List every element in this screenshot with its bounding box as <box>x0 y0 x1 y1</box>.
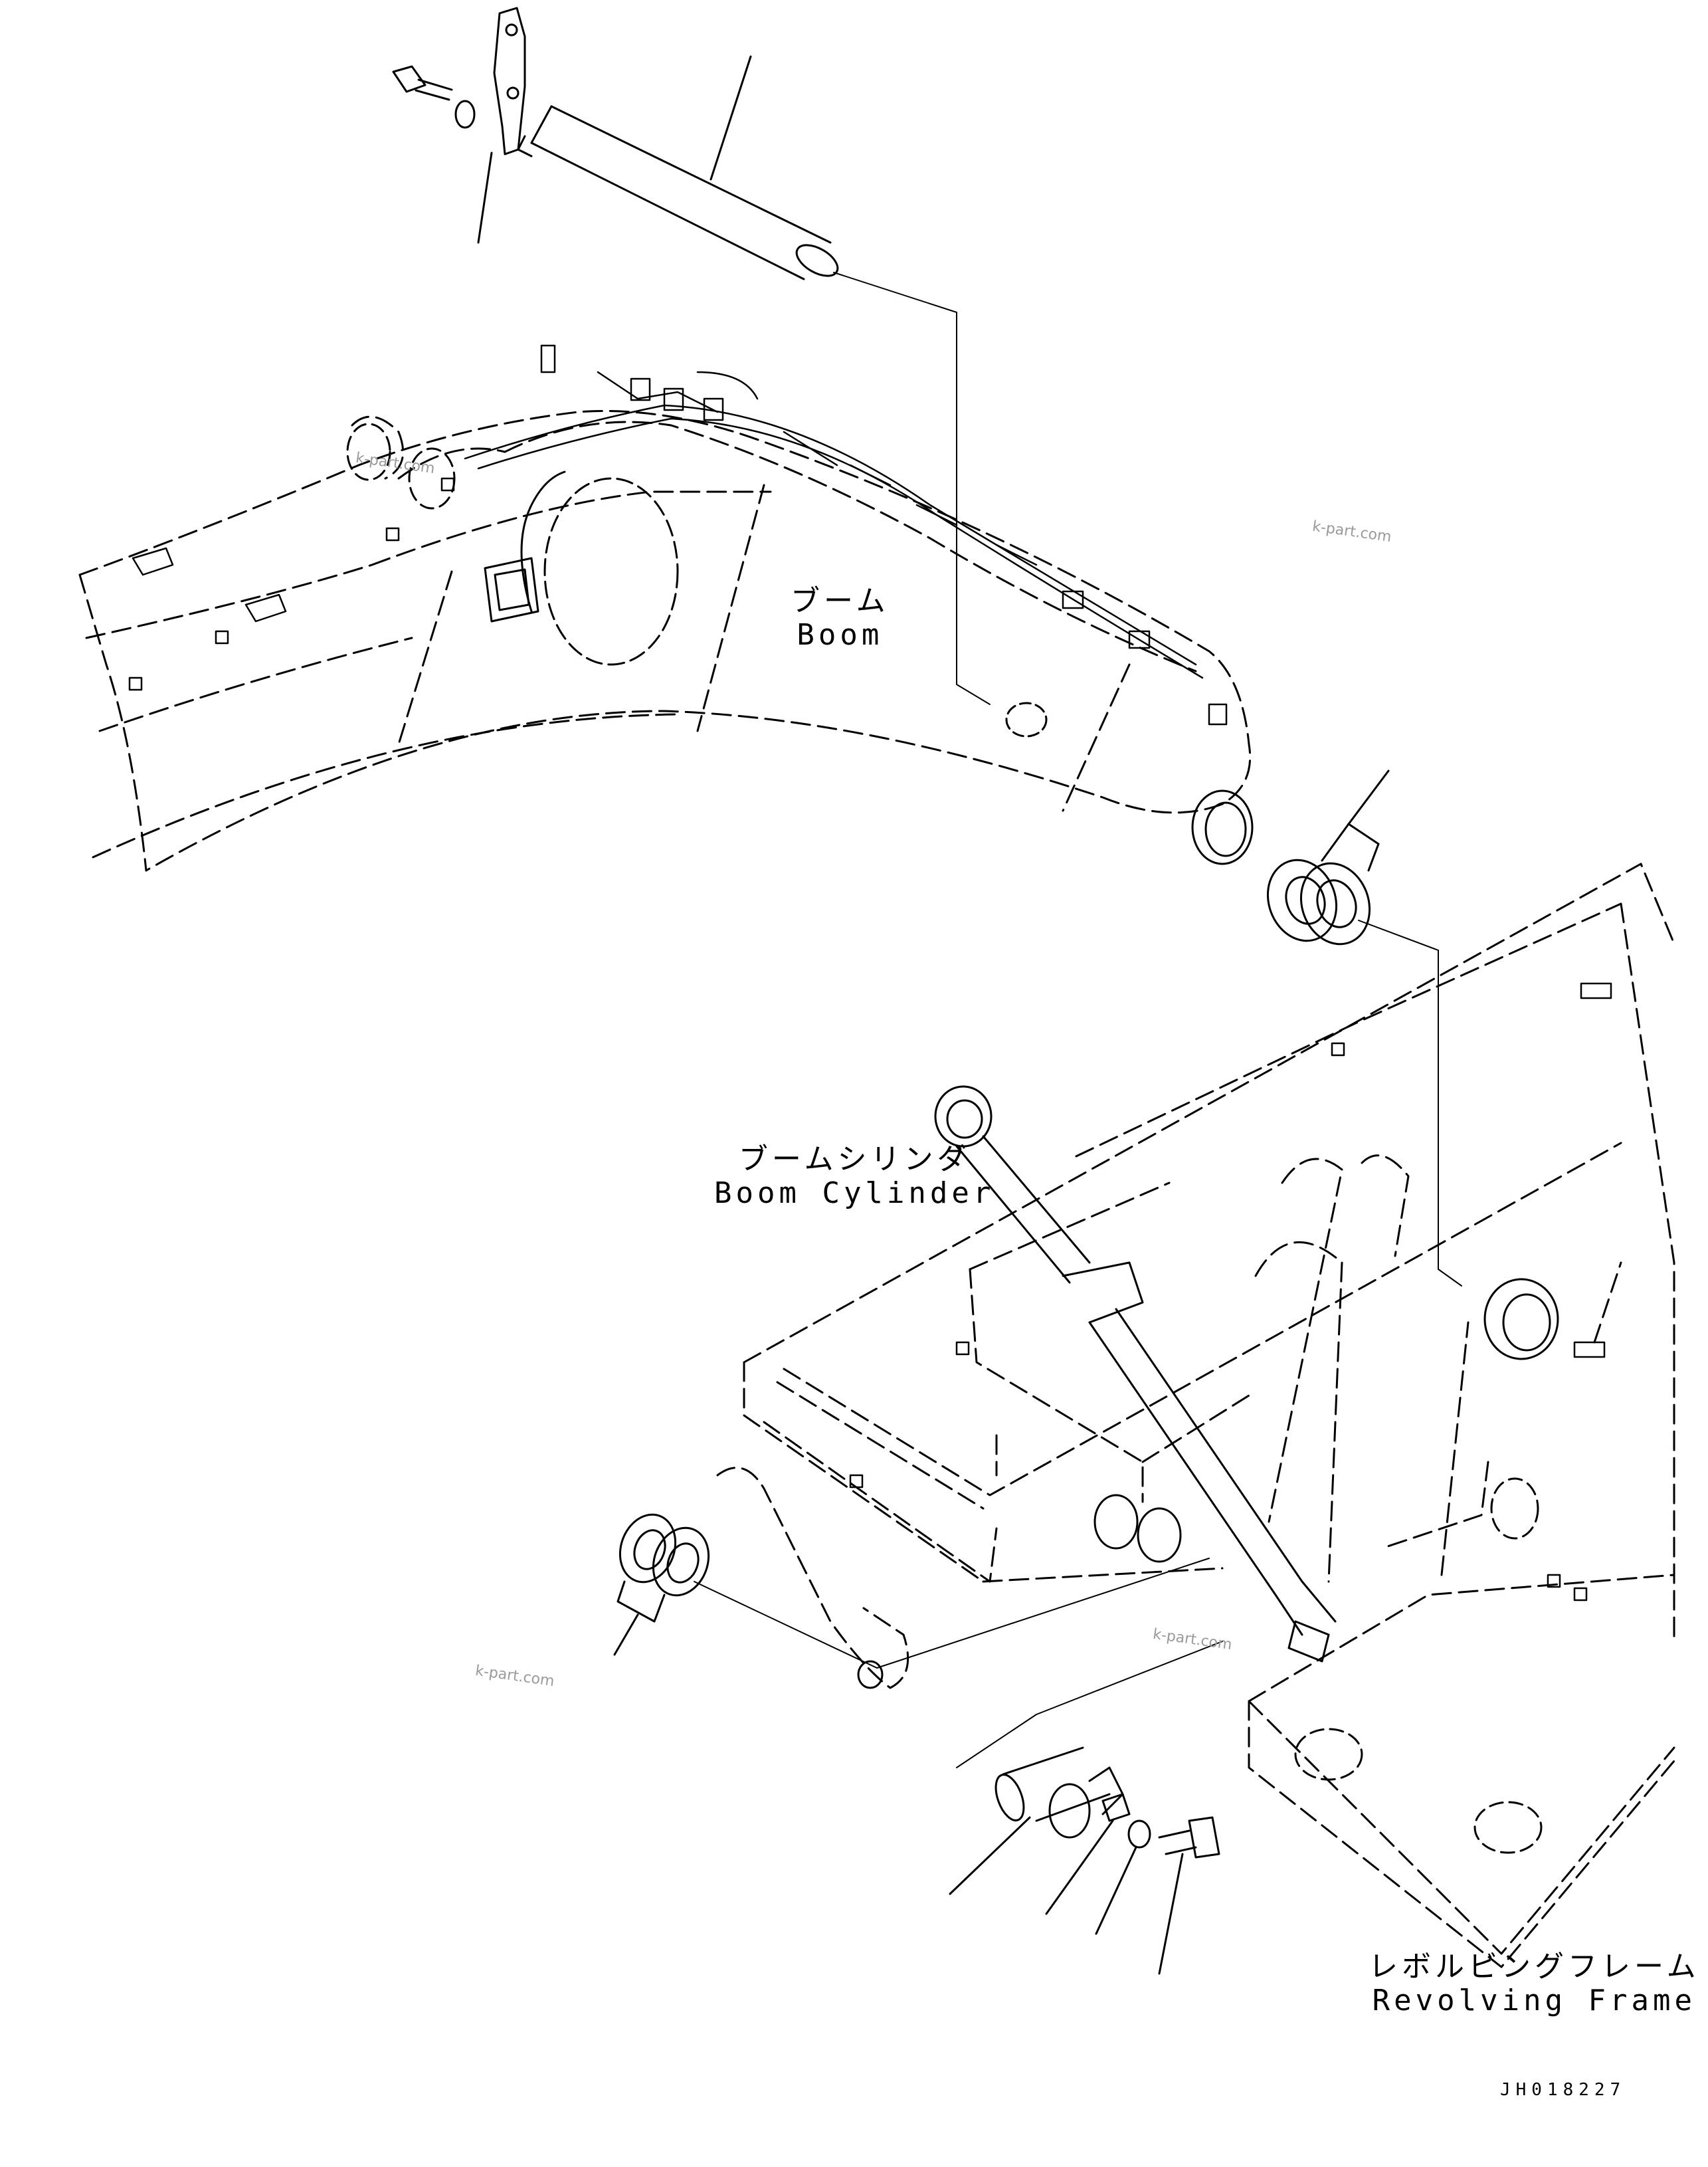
boom-top-bore <box>346 423 391 481</box>
leader-line <box>1158 1853 1184 1975</box>
lock-plate <box>493 7 526 155</box>
boom-foot-boss <box>1191 789 1254 865</box>
leader-line <box>477 152 493 244</box>
drawing-code: JH018227 <box>1500 2080 1626 2100</box>
boom-cylinder <box>934 1085 1337 1663</box>
shim-set-lower <box>613 1513 710 1656</box>
leader-line <box>1045 1819 1114 1915</box>
top-bolt <box>392 65 453 101</box>
boom-label: ブーム Boom <box>791 584 890 652</box>
leader-line <box>710 55 752 181</box>
boom-label-jp: ブーム <box>791 584 890 618</box>
revolving-frame-label: レボルビングフレーム Revolving Frame <box>1369 1950 1700 2017</box>
lock-plate-small <box>1101 1793 1131 1822</box>
frame-hole <box>1490 1477 1539 1540</box>
frame-details <box>849 982 1612 1601</box>
frame-hole <box>1093 1494 1139 1550</box>
boom-cylinder-label-jp: ブームシリンダ <box>738 1142 971 1176</box>
revolving-frame-label-en: Revolving Frame <box>1372 1983 1697 2017</box>
boom-hole <box>1005 702 1048 738</box>
center-line <box>956 1641 1223 1768</box>
frame-hole <box>1473 1801 1543 1854</box>
center-line <box>1358 920 1462 1287</box>
boom-cylinder-ghost <box>716 1467 909 1689</box>
frame-boss <box>1483 1278 1559 1360</box>
top-washer <box>454 100 476 129</box>
cylinder-ghost-bore <box>857 1660 884 1689</box>
lower-washer <box>1127 1819 1151 1849</box>
frame-hole <box>1137 1507 1182 1563</box>
boom-cylinder-label: ブームシリンダ Boom Cylinder <box>714 1142 995 1210</box>
wire-harness <box>464 344 1228 726</box>
work-lamp <box>484 470 566 623</box>
boom-outline <box>78 409 1252 872</box>
boom-foot-pin <box>517 105 839 280</box>
leader-line <box>1095 1846 1137 1935</box>
revolving-frame <box>743 863 1675 1968</box>
frame-hole <box>1294 1728 1363 1781</box>
boom-foot-bore <box>1204 801 1247 857</box>
center-line <box>833 272 991 705</box>
shim-set-upper <box>1266 770 1390 946</box>
boom-label-en: Boom <box>797 617 884 652</box>
boom-plate <box>543 477 679 666</box>
cylinder-pin <box>995 1746 1124 1839</box>
boom-bracket <box>128 477 455 691</box>
boom-cylinder-label-en: Boom Cylinder <box>714 1176 995 1210</box>
frame-boss-bore <box>1502 1293 1551 1352</box>
revolving-frame-label-jp: レボルビングフレーム <box>1369 1950 1700 1984</box>
center-line <box>694 1558 1210 1669</box>
lower-bolt <box>1158 1816 1220 1859</box>
leader-line <box>949 1816 1031 1895</box>
